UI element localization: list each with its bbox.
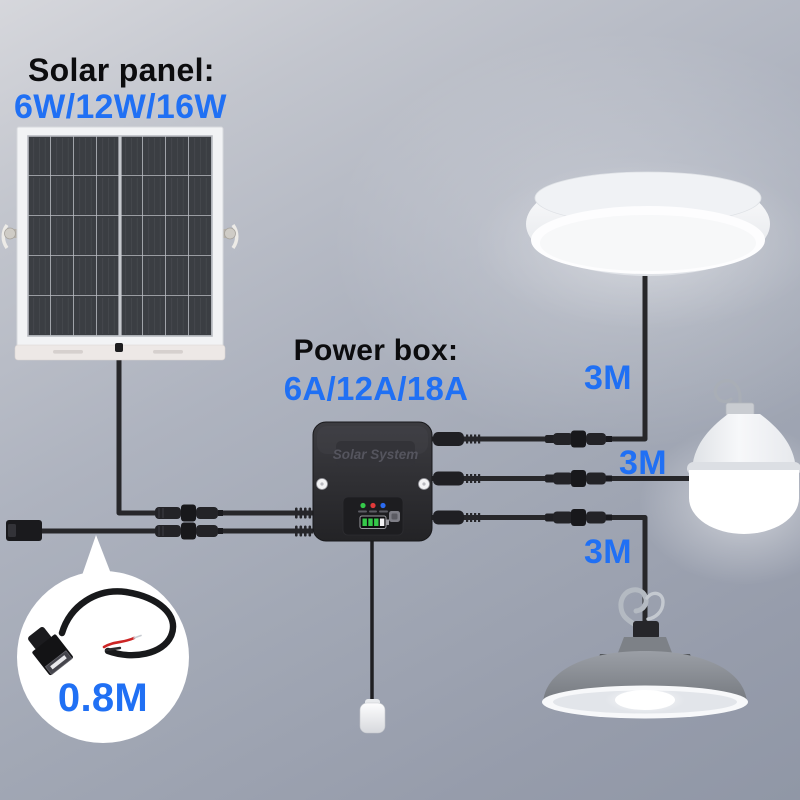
diffuser-shade (540, 215, 756, 271)
pendant-bulb (615, 690, 675, 710)
wire-tip (133, 634, 142, 639)
usb-callout (17, 535, 189, 743)
mounting-bracket-right (222, 223, 239, 250)
solar-panel-cable (116, 348, 313, 516)
battery-gauge (359, 515, 389, 529)
strain-relief (295, 507, 312, 537)
usb-cable-length-label: 0.8M (57, 676, 149, 720)
pendant-cable-length-label: 3M (584, 533, 632, 571)
led-timer1 (360, 502, 366, 509)
callout-red-wire (102, 636, 136, 649)
led-timer2 (370, 502, 376, 509)
box-plug (433, 510, 481, 525)
usb-plug-end (6, 520, 42, 541)
bulb-neck (692, 414, 796, 473)
screw-right (418, 478, 430, 490)
pull-switch (359, 699, 386, 734)
left-cable-connectors (155, 504, 312, 540)
brand-plaque (336, 441, 415, 466)
indicator-panel (342, 496, 404, 536)
bulb-hook (713, 379, 742, 408)
led-caption (358, 510, 367, 513)
brand-text: Solar System (333, 447, 419, 462)
led-caption (369, 510, 377, 513)
bar-slot (53, 350, 83, 354)
bulb-cable-length-label: 3M (619, 444, 667, 482)
power-box-heading: Power box: (293, 334, 459, 367)
box-plug (433, 471, 481, 486)
callout-black-wire (104, 646, 122, 652)
ceiling-light-cable (432, 276, 648, 442)
callout-usb-cable (58, 588, 177, 659)
pendant-lamp (542, 587, 748, 719)
led-caption (379, 510, 388, 513)
mounting-bracket-left (1, 223, 18, 250)
box-plug (433, 432, 481, 446)
dc-connector-pair (545, 470, 612, 487)
hanging-bulb (687, 379, 800, 534)
power-box-spec: 6A/12A/18A (283, 370, 469, 407)
solar-panel-heading: Solar panel: (28, 52, 215, 88)
ceiling-cable-length-label: 3M (584, 359, 632, 397)
panel-center-divider (118, 136, 122, 336)
dc-connector-pair (155, 504, 223, 522)
right-cable-connectors (433, 430, 612, 526)
usb-female-connector (28, 626, 73, 676)
solar-panel-spec: 6W/12W/16W (14, 88, 227, 126)
dc-connector-pair (545, 430, 612, 448)
pendant-hook-loop (645, 591, 665, 621)
dc-connector-pair (545, 509, 612, 526)
pendant-cap (633, 621, 659, 639)
bulb-glass (689, 470, 799, 534)
switch-body (359, 702, 386, 734)
dc-connector-pair (155, 522, 223, 540)
solar-panel (1, 126, 239, 361)
callout-circle (17, 571, 189, 743)
screw-left (316, 478, 328, 490)
mode-button (389, 511, 400, 522)
ceiling-light (526, 171, 770, 276)
bar-slot (153, 350, 183, 354)
power-box: Solar System (312, 421, 433, 542)
panel-cable-stub (115, 343, 123, 352)
led-auto (380, 502, 386, 509)
